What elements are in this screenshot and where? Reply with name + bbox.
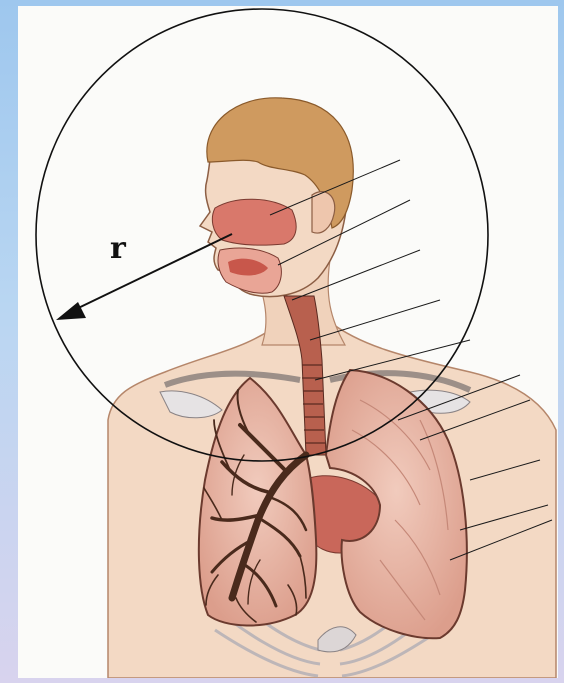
radius-arrowhead [56,302,86,320]
radius-arrow-line [70,234,232,312]
radius-label: r [110,231,127,266]
diagram-panel: r [18,6,558,678]
respiratory-diagram: r [18,6,558,678]
